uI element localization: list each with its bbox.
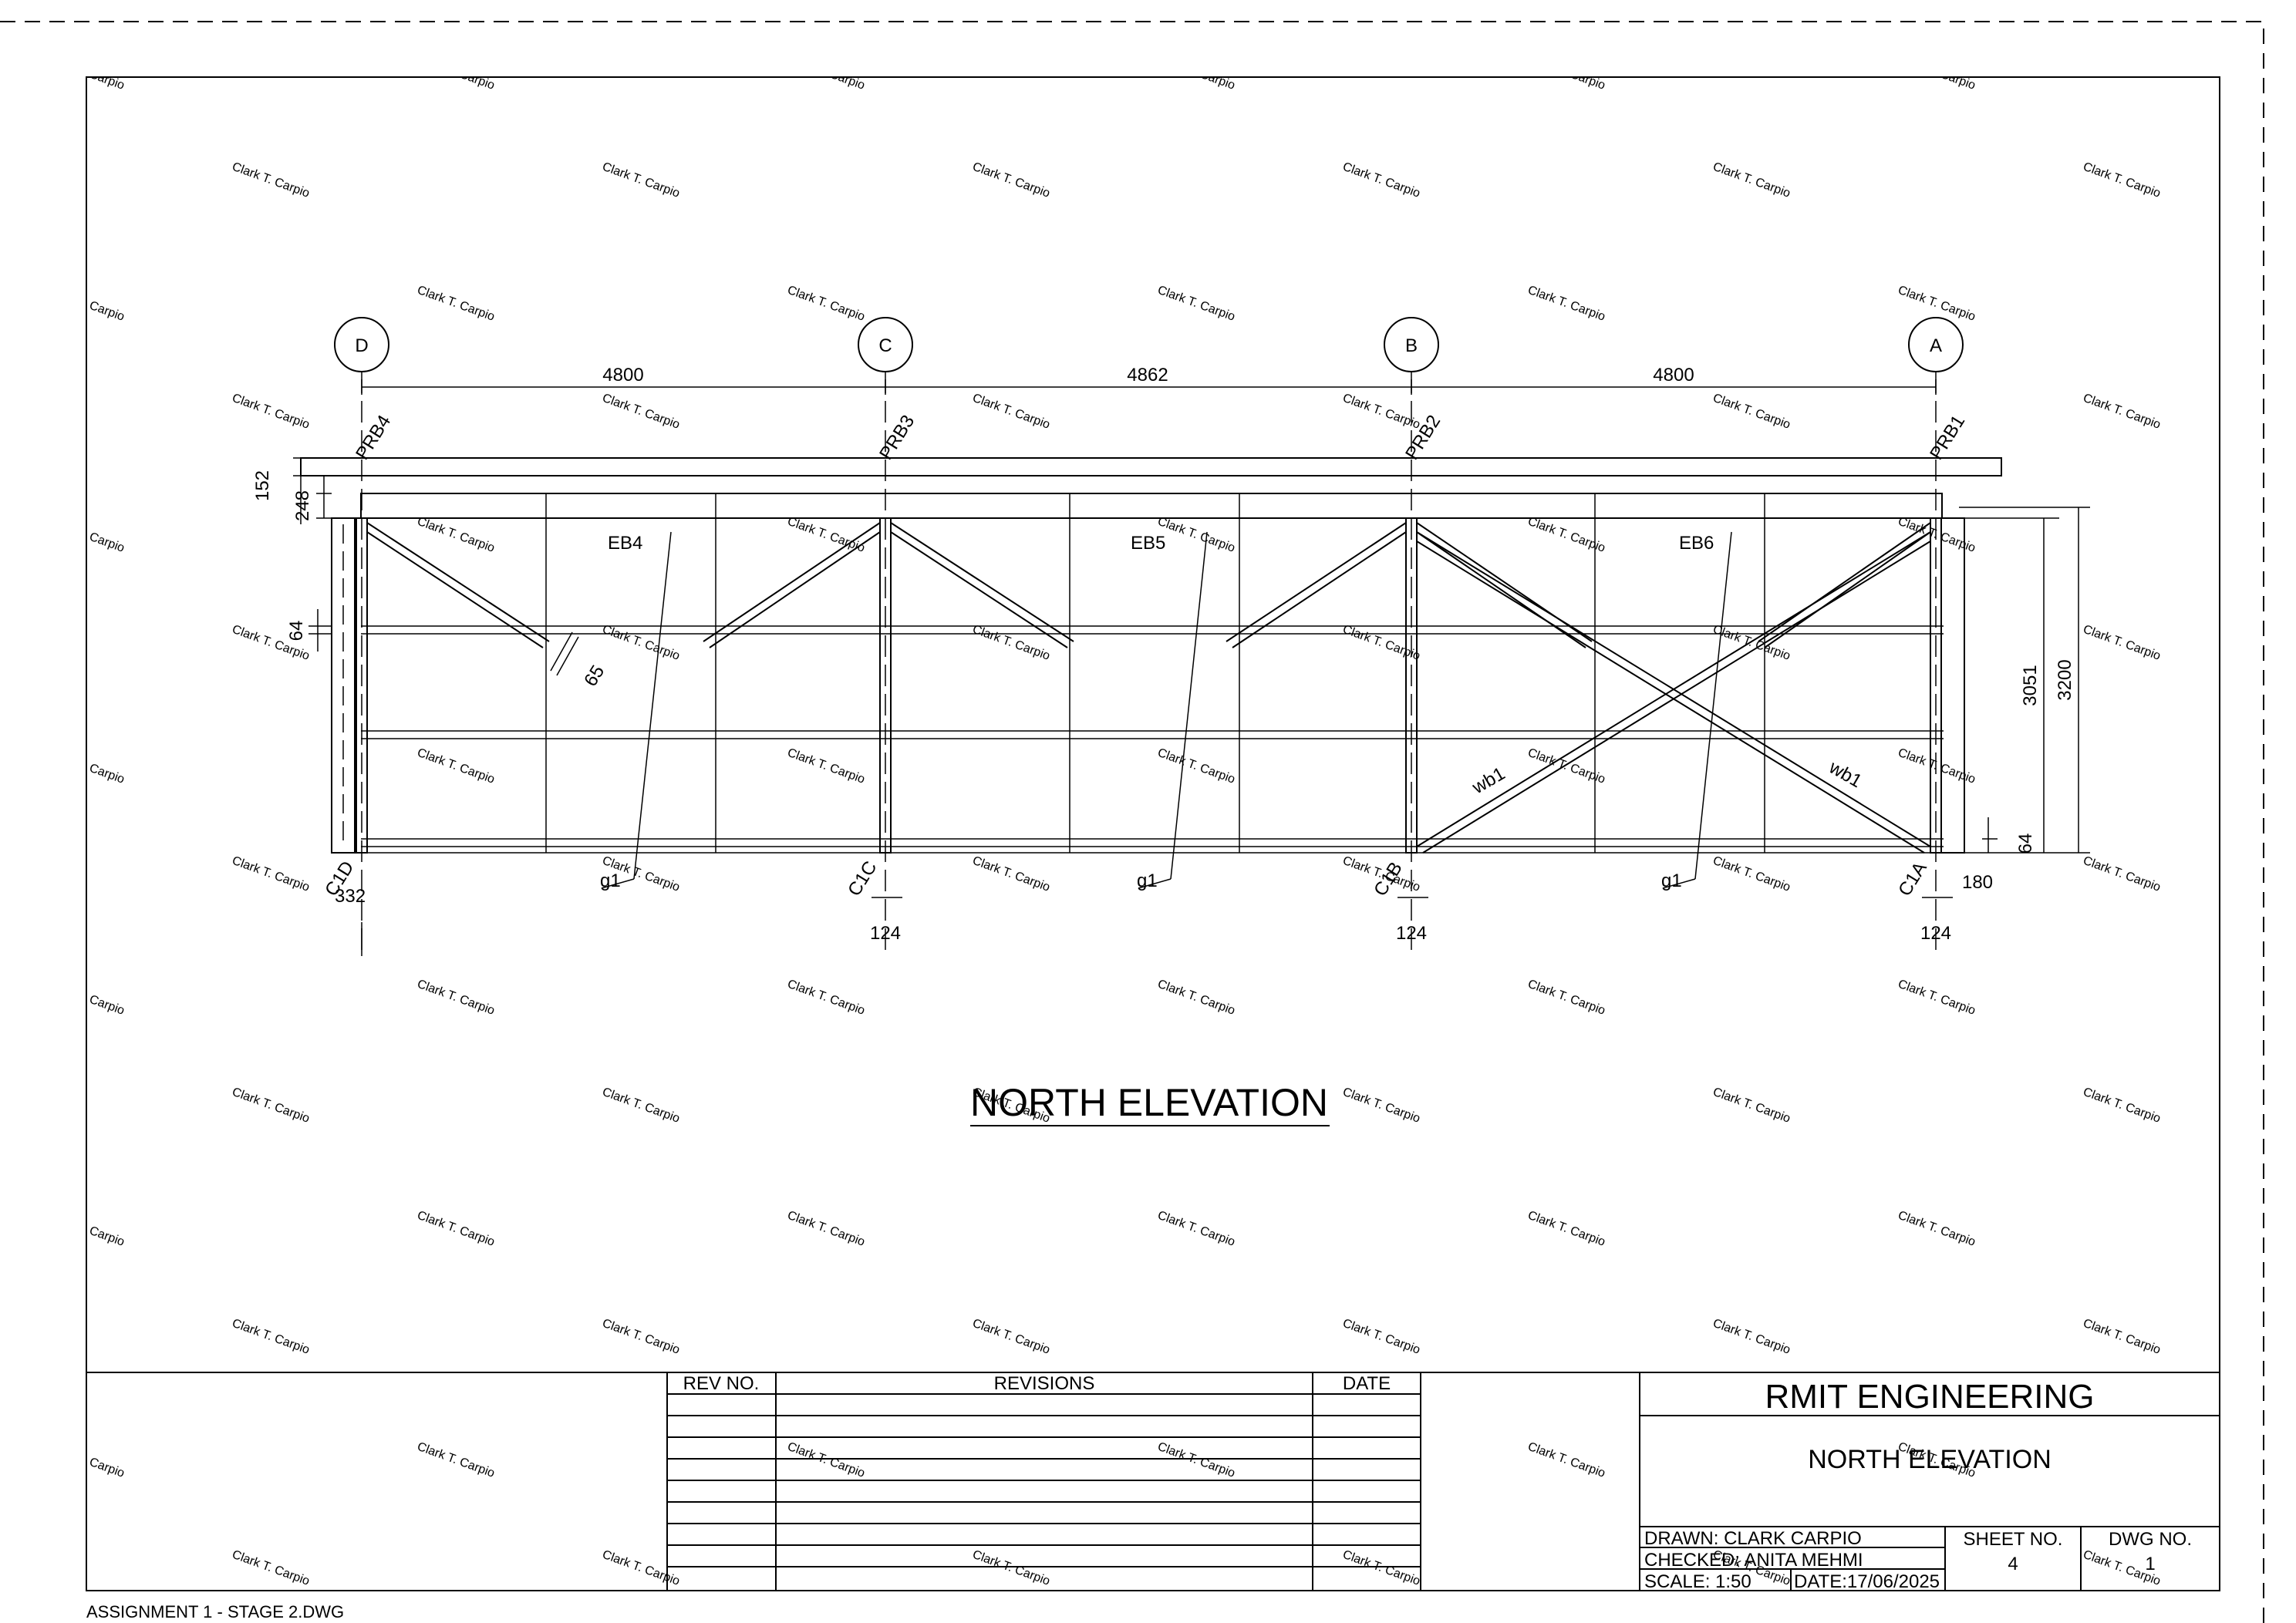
cross-bracing <box>1416 531 1931 854</box>
file-name-label: ASSIGNMENT 1 - STAGE 2.DWG <box>86 1602 345 1621</box>
dim-beam-depth: 248 <box>292 490 313 521</box>
date: DATE:17/06/2025 <box>1794 1571 1940 1592</box>
edge-beam-label-EB6: EB6 <box>1679 533 1714 554</box>
grid-label-C: C <box>878 335 892 356</box>
checked-by: CHECKED: ANITA MEHMI <box>1644 1550 1863 1571</box>
span-dim-D-C: 4800 <box>602 365 643 386</box>
girt-label-2: g1 <box>1137 870 1158 891</box>
date-header: DATE <box>1343 1373 1391 1394</box>
dim-column-width-A: 124 <box>1920 923 1951 944</box>
span-dim-B-A: 4800 <box>1653 365 1694 386</box>
sheet-no-label: SHEET NO. <box>1964 1529 2063 1550</box>
dim-base-depth: 64 <box>2015 833 2036 854</box>
structure <box>300 372 2002 956</box>
paper-outline <box>0 21 2264 1623</box>
watermark-layer <box>86 77 2220 1591</box>
dim-girt-depth: 64 <box>286 621 307 641</box>
scale: SCALE: 1:50 <box>1644 1571 1752 1592</box>
rev-no-header: REV NO. <box>683 1373 760 1394</box>
right-dimension-lines <box>1959 507 2090 854</box>
revisions-header: REVISIONS <box>994 1373 1095 1394</box>
edge-beam-label-EB5: EB5 <box>1131 533 1165 554</box>
dim-column-width-B: 124 <box>1396 923 1427 944</box>
dim-height-inner: 3051 <box>2020 665 2041 705</box>
dim-column-width-C: 124 <box>870 923 901 944</box>
title-block <box>86 1372 2220 1591</box>
grid-label-A: A <box>1930 335 1942 356</box>
leaders <box>601 531 1732 889</box>
left-dimension-lines <box>293 457 579 676</box>
drawing-frame <box>86 76 2220 1591</box>
dwg-no-label: DWG NO. <box>2109 1529 2192 1550</box>
edge-beam-label-EB4: EB4 <box>608 533 642 554</box>
dim-height-total: 3200 <box>2055 659 2075 700</box>
span-dimension-lines <box>361 379 1937 395</box>
girt-label-3: g1 <box>1661 870 1682 891</box>
span-dim-C-B: 4862 <box>1127 365 1168 386</box>
drawing-name: NORTH ELEVATION <box>1808 1445 2052 1474</box>
dwg-no-value: 1 <box>2145 1554 2155 1574</box>
company-name: RMIT ENGINEERING <box>1765 1378 2094 1416</box>
secondary-verticals <box>545 493 1765 853</box>
drawing-title: NORTH ELEVATION <box>970 1081 1328 1124</box>
girt-label-1: g1 <box>600 870 621 891</box>
grid-bubbles <box>334 317 1964 372</box>
girts <box>361 625 1944 854</box>
dim-base-width: 180 <box>1962 872 1993 893</box>
grid-centerlines <box>361 372 1937 956</box>
grid-label-B: B <box>1405 335 1418 356</box>
dim-end-offset: 332 <box>335 886 366 907</box>
dim-roof-thickness: 152 <box>252 470 273 501</box>
drawn-by: DRAWN: CLARK CARPIO <box>1644 1528 1862 1549</box>
edge-beam-band <box>360 493 1943 519</box>
sheet-no-value: 4 <box>2008 1554 2018 1574</box>
grid-label-D: D <box>355 335 368 356</box>
